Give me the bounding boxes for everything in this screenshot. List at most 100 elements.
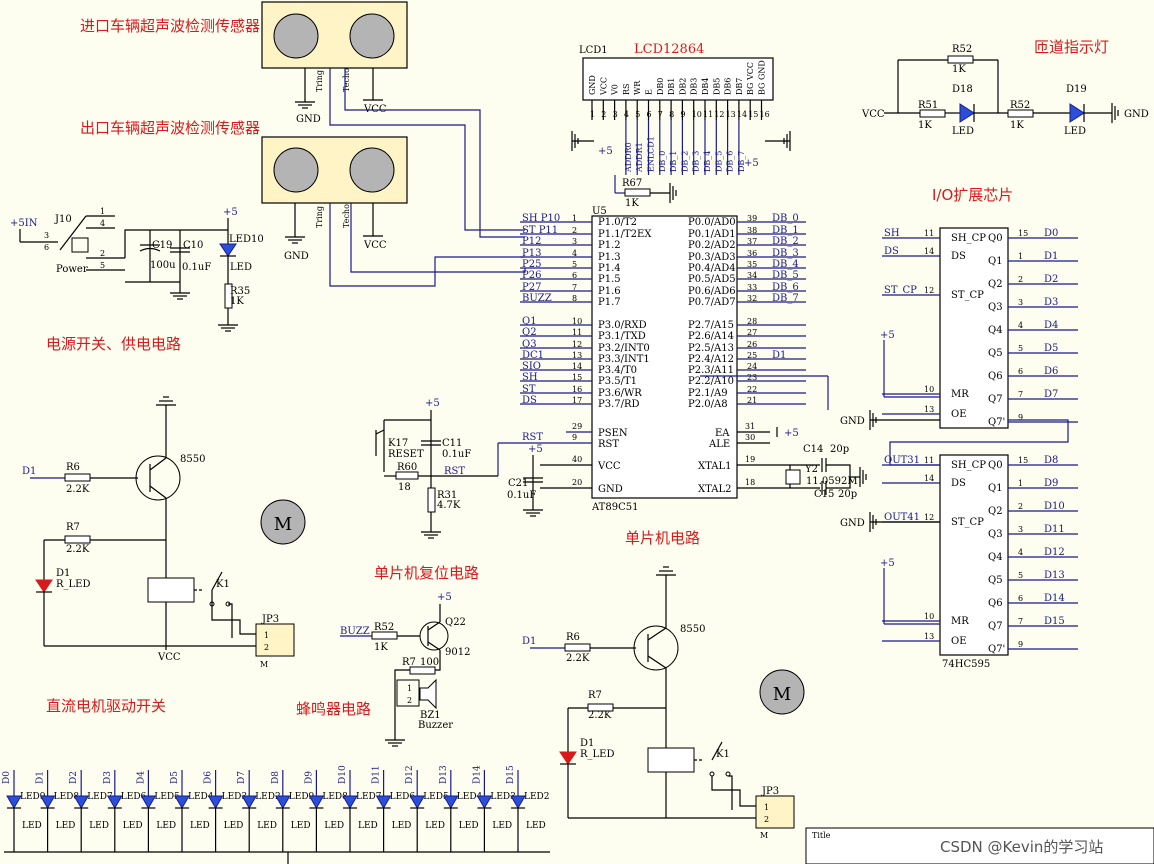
sr2-right-name-3: Q3 bbox=[988, 529, 1003, 540]
sr2-right-name-1: Q1 bbox=[988, 483, 1003, 494]
lcd-pin-num-0: 1 bbox=[590, 110, 595, 119]
svg-text:GND: GND bbox=[840, 416, 865, 427]
power-pin-2: 2 bbox=[100, 249, 105, 258]
ramp-r51-value: 1K bbox=[918, 120, 932, 131]
crystal-y2 bbox=[785, 469, 801, 485]
led-bar-label-9: LED bbox=[324, 821, 344, 831]
sr2-right-name-2: Q2 bbox=[988, 506, 1003, 517]
buzzer-r7-label: R7 bbox=[402, 657, 416, 668]
m2-r6 bbox=[564, 643, 591, 652]
m2-r6-value: 2.2K bbox=[566, 653, 590, 664]
mcu-left-net-5: P26 bbox=[522, 270, 541, 281]
m2-jp-motor: M bbox=[760, 831, 768, 840]
lcd-pin-num-6: 7 bbox=[658, 110, 663, 119]
sr1-right-net-2: D2 bbox=[1044, 274, 1058, 285]
mcu-left-num-9: 11 bbox=[572, 328, 582, 337]
c14-label: C14 bbox=[803, 444, 823, 455]
sr1-left-name-2: ST_CP bbox=[951, 290, 984, 301]
reset-rst-net: RST bbox=[444, 466, 465, 477]
m1-r6-label: R6 bbox=[66, 462, 80, 473]
entry-sensor-echo: Techo bbox=[342, 68, 351, 92]
led-bar-net-2: D2 bbox=[69, 771, 79, 784]
lcd-net-3: DB_0 bbox=[658, 151, 667, 172]
title-mcu: 单片机电路 bbox=[625, 529, 700, 547]
title-entry-sensor: 进口车辆超声波检测传感器 bbox=[80, 17, 260, 35]
sr1-right-net-5: D5 bbox=[1044, 343, 1058, 354]
lcd-pin-num-7: 8 bbox=[669, 110, 674, 119]
mcu-right-net-6: DB_6 bbox=[772, 282, 799, 293]
mcu-left-net-6: P27 bbox=[522, 282, 541, 293]
sr1-right-name-4: Q4 bbox=[988, 325, 1003, 336]
led-bar-led-icon-5 bbox=[174, 795, 190, 809]
sr1-right-net-4: D4 bbox=[1044, 320, 1058, 331]
led-bar-net-5: D5 bbox=[170, 771, 180, 784]
lcd-pin-6: DB0 bbox=[656, 78, 665, 95]
sr2-left-net-2: OUT41 bbox=[884, 512, 920, 523]
m2-r7-label: R7 bbox=[588, 690, 602, 701]
led-bar-label-3: LED bbox=[123, 821, 143, 831]
led-bar-label-5: LED bbox=[190, 821, 210, 831]
mcu-right-name-9: P2.6/A14 bbox=[688, 331, 734, 342]
y2-value: 11.0592M bbox=[806, 476, 858, 487]
lcd-ref: LCD1 bbox=[579, 45, 608, 56]
lcd-r67-label: R67 bbox=[622, 178, 642, 189]
led-bar-led-icon-0 bbox=[6, 795, 22, 809]
mcu-right-num-14: 22 bbox=[747, 385, 757, 394]
m1-jp-pin-1: 1 bbox=[264, 631, 269, 640]
lcd-pin-9: DB3 bbox=[690, 78, 699, 95]
u1-body bbox=[939, 227, 1009, 429]
sr1-right-net-6: D6 bbox=[1044, 366, 1058, 377]
mcu-right-name-8: P2.7/A15 bbox=[688, 320, 734, 331]
mcu-right-num-10: 26 bbox=[747, 340, 757, 349]
m1-led-ref: D1 bbox=[56, 568, 70, 579]
ramp-indicator: VCC R52 1K R51 1K D18 LED R52 1K GND D19… bbox=[861, 44, 1149, 137]
m2-connector bbox=[755, 795, 795, 829]
buzzer-r7-value: 100 bbox=[420, 657, 439, 668]
reset-r60-value: 18 bbox=[398, 482, 411, 493]
sr2-left-name-1: DS bbox=[951, 478, 966, 489]
mcu-right-num-12: 24 bbox=[747, 362, 757, 371]
power-plus5: +5 bbox=[223, 207, 238, 218]
mcu-left-num-15: 17 bbox=[572, 396, 582, 405]
led-bar-ref-1: LED8 bbox=[54, 792, 80, 802]
mcu-right-num-11: 25 bbox=[747, 351, 757, 360]
m2-relay-ref: K1 bbox=[716, 749, 730, 760]
title-buzzer: 蜂鸣器电路 bbox=[296, 700, 371, 718]
title-io-chip: I/O扩展芯片 bbox=[932, 186, 1013, 204]
lcd-name: LCD12864 bbox=[634, 42, 704, 57]
led-bar-led-icon-15 bbox=[510, 795, 526, 809]
led-bar-led-icon-8 bbox=[274, 795, 291, 809]
reset-c11-label: C11 bbox=[442, 438, 462, 449]
sr1-right-net-7: D7 bbox=[1044, 389, 1058, 400]
y2-label: Y2 bbox=[804, 464, 818, 475]
entry-sensor-gnd: GND bbox=[296, 114, 321, 125]
sr2-right-net-2: D10 bbox=[1044, 501, 1065, 512]
sr1-left-num-0: 11 bbox=[924, 229, 934, 238]
sr1-right-name-1: Q1 bbox=[988, 256, 1003, 267]
mcu-right-net-7: DB_7 bbox=[772, 293, 799, 304]
buzzer-q-part: 9012 bbox=[445, 647, 470, 658]
led-bar-net-12: D12 bbox=[405, 765, 415, 784]
lcd-pin-8: DB2 bbox=[678, 78, 687, 95]
buzzer-bz-label: Buzzer bbox=[418, 720, 453, 731]
led-bar-label-4: LED bbox=[156, 821, 176, 831]
led-bar-label-6: LED bbox=[224, 821, 244, 831]
mcu-left-name-6: P1.6 bbox=[598, 286, 621, 297]
power-switch-label: Power bbox=[56, 264, 88, 275]
m1-r6 bbox=[64, 473, 91, 482]
led-bar-led-icon-14 bbox=[476, 795, 493, 809]
sr1-left-num-2: 12 bbox=[924, 286, 934, 295]
led-bar-net-13: D13 bbox=[439, 765, 449, 784]
lcd-pin-num-8: 9 bbox=[680, 110, 685, 119]
led-bar-led-icon-10 bbox=[342, 795, 358, 809]
exit-sensor-trig: Tring bbox=[315, 206, 324, 228]
led-bar-led-icon-11 bbox=[375, 795, 392, 809]
exit-sensor-gnd: GND bbox=[284, 251, 309, 262]
motor-driver-1: D1 R6 2.2K 8550 VCC R7 2.2K D1 R_LED K1 bbox=[22, 396, 306, 669]
mcu-left-name-0: P1.0/T2 bbox=[598, 217, 637, 228]
power-r35-label: R35 bbox=[230, 286, 250, 297]
ramp-r51 bbox=[919, 109, 946, 118]
sr2-left-num-2: 12 bbox=[924, 513, 934, 522]
